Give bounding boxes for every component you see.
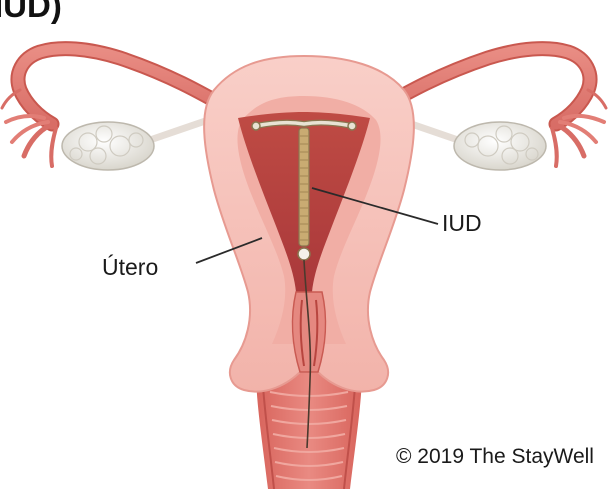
right-ovary [454, 122, 546, 170]
left-ovary [62, 122, 154, 170]
copyright-credit: © 2019 The StayWell [396, 446, 594, 467]
page-title: IUD) [0, 0, 62, 22]
uterus-label: Útero [102, 256, 158, 279]
iud-label: IUD [442, 212, 482, 235]
